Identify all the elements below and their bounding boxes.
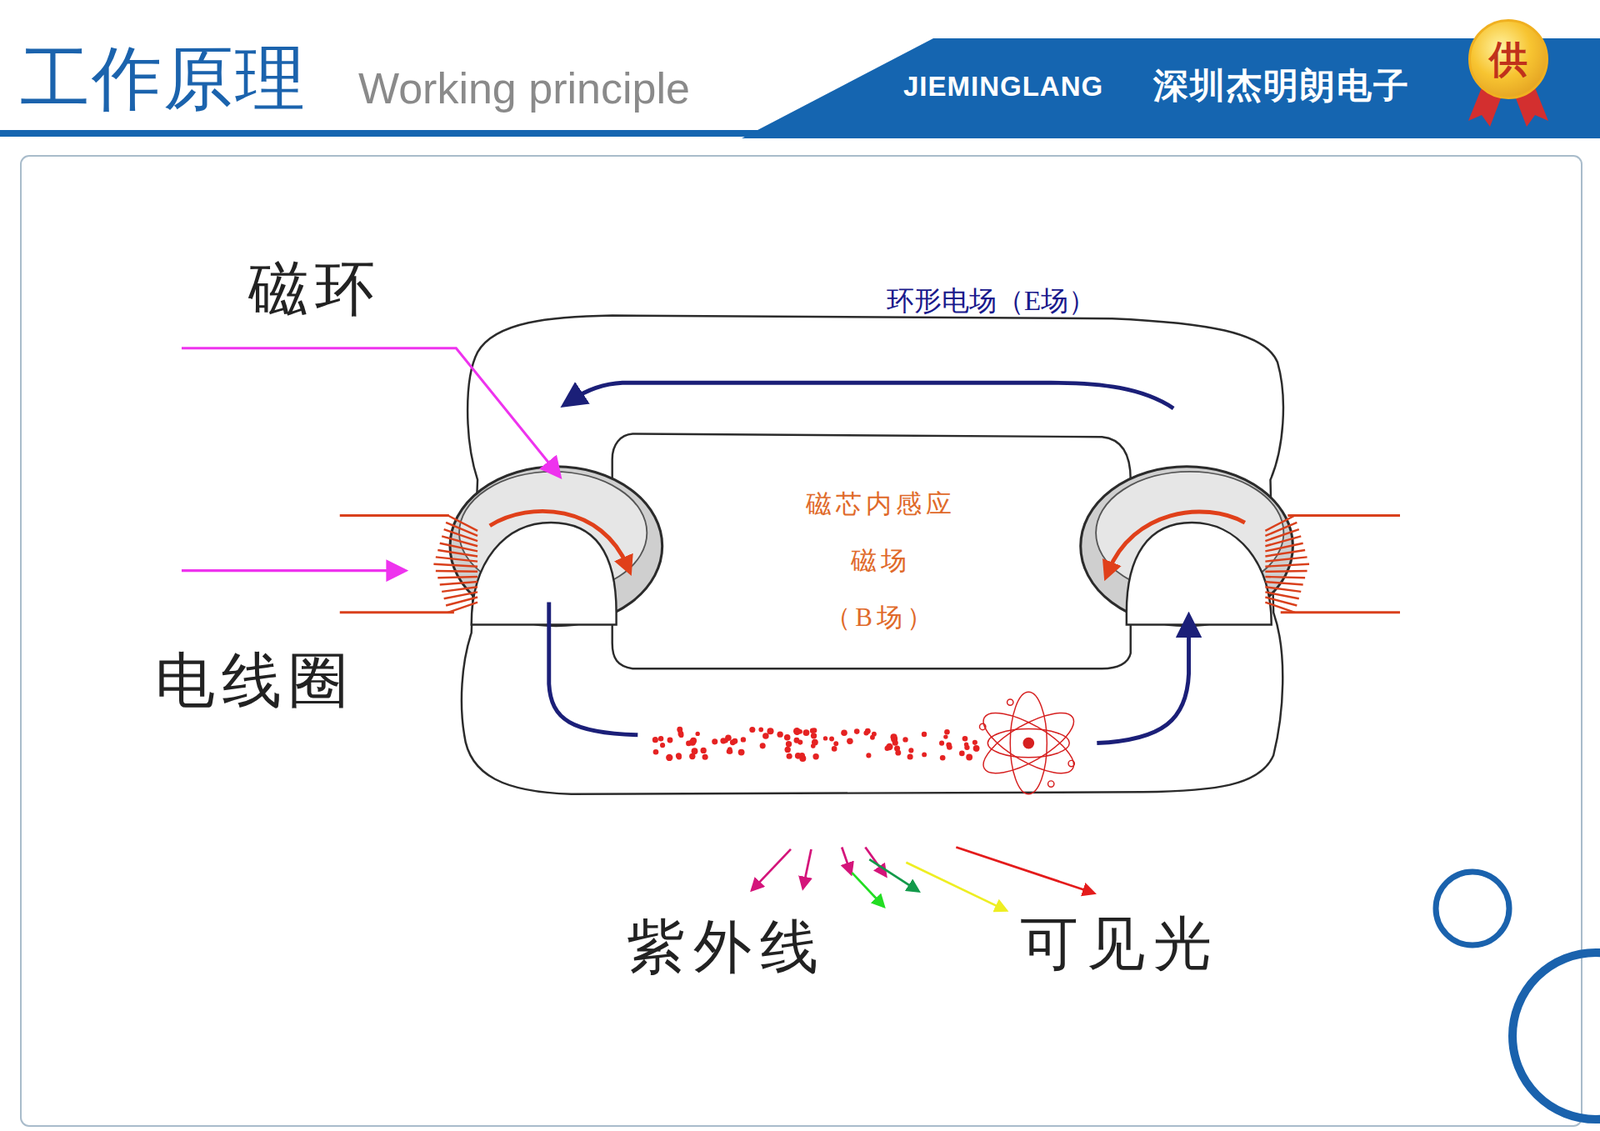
core-field-region: 磁芯内感应 磁场（B场） [799, 472, 963, 650]
tube-inner-edge [612, 434, 1131, 670]
magnetic-ring [1080, 466, 1294, 626]
award-badge: 供 [1468, 19, 1549, 100]
electron-dots [652, 726, 980, 762]
content-frame [20, 155, 1582, 1126]
e-field-arrow [571, 382, 1174, 409]
subtitle: Working principle [358, 65, 690, 113]
field-label: 环形电场（E场） [883, 285, 1100, 316]
part-label: 电线圈 [155, 648, 355, 715]
deco-ring [1435, 871, 1510, 945]
brand-name: JIEMINGLANG [903, 71, 1104, 102]
node-text: 磁芯内感应 磁场（B场） [805, 475, 956, 646]
company-name: 深圳杰明朗电子 [1153, 66, 1410, 105]
atom-symbol [975, 691, 1082, 794]
leader-arrow [181, 569, 405, 572]
tube-outline [461, 315, 1284, 795]
leader-arrow [181, 348, 560, 476]
magnetic-ring [450, 466, 663, 626]
e-field-arrow [549, 602, 639, 735]
flux-arrow [490, 510, 628, 566]
radiation-label: 紫外线 [626, 915, 827, 980]
radiation-label: 可见光 [1020, 911, 1220, 976]
light-rays [751, 846, 1094, 910]
node-text: 供 [1489, 38, 1528, 81]
deco-ring [1512, 952, 1600, 1120]
e-field-arrow [1096, 625, 1189, 744]
page-title: 工作原理 [20, 40, 307, 117]
part-label: 磁环 [248, 256, 382, 323]
flux-arrow [1108, 511, 1245, 572]
